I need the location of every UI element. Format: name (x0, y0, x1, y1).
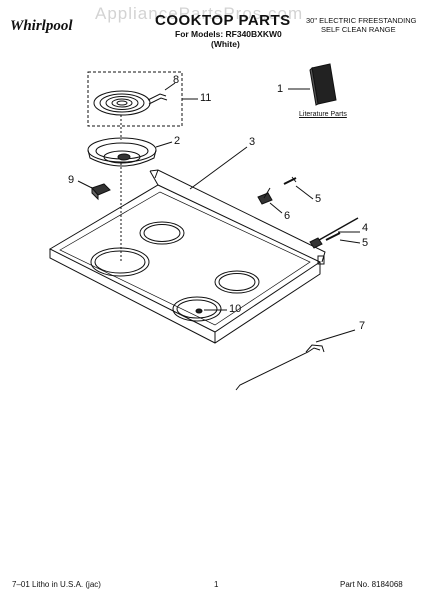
range-type-line1: 30" ELECTRIC FREESTANDING (306, 16, 417, 25)
callout-2: 2 (174, 135, 181, 147)
callout-1: 1 (277, 83, 284, 95)
bracket-icon (257, 187, 273, 205)
footer-part-number: Part No. 8184068 (340, 580, 403, 589)
page-title: COOKTOP PARTS (155, 12, 291, 29)
leader-line-9 (77, 180, 93, 189)
callout-8: 8 (173, 74, 180, 86)
range-type-line2: SELF CLEAN RANGE (321, 25, 396, 34)
leader-line-2 (155, 141, 173, 148)
leader-line-5-lower (339, 239, 361, 244)
screw-icon-lower (325, 232, 341, 241)
leader-line-6 (269, 202, 283, 214)
drip-bowl-icon (87, 137, 157, 167)
receptacle-icon (91, 183, 111, 201)
support-rod-icon (235, 344, 325, 391)
surface-element-icon (93, 90, 168, 116)
literature-parts-label: Literature Parts (299, 111, 347, 118)
footer-page-number: 1 (214, 580, 219, 589)
callout-3: 3 (249, 136, 256, 148)
callout-9: 9 (68, 174, 75, 186)
callout-5-lower: 5 (362, 237, 369, 249)
leader-line-5-upper (295, 185, 314, 200)
callout-10: 10 (229, 303, 242, 315)
callout-6: 6 (284, 210, 291, 222)
callout-4: 4 (362, 222, 369, 234)
leader-line-8 (164, 82, 176, 91)
cooktop-icon (48, 169, 326, 344)
screw-icon (283, 176, 297, 185)
callout-7: 7 (359, 320, 366, 332)
color-line: (White) (211, 39, 240, 49)
brand-logo: Whirlpool (10, 18, 73, 34)
leader-line-7 (315, 329, 356, 343)
clip-icon (195, 308, 203, 314)
callout-11: 11 (200, 92, 212, 104)
literature-booklet-icon (309, 63, 337, 106)
leader-line-3 (189, 146, 248, 190)
footer-litho: 7–01 Litho in U.S.A. (jac) (12, 580, 101, 589)
callout-5-upper: 5 (315, 193, 322, 205)
models-line: For Models: RF340BXKW0 (175, 29, 282, 39)
hinge-rod-icon (309, 217, 359, 249)
watermark: AppliancePartsPros.com (95, 4, 304, 23)
